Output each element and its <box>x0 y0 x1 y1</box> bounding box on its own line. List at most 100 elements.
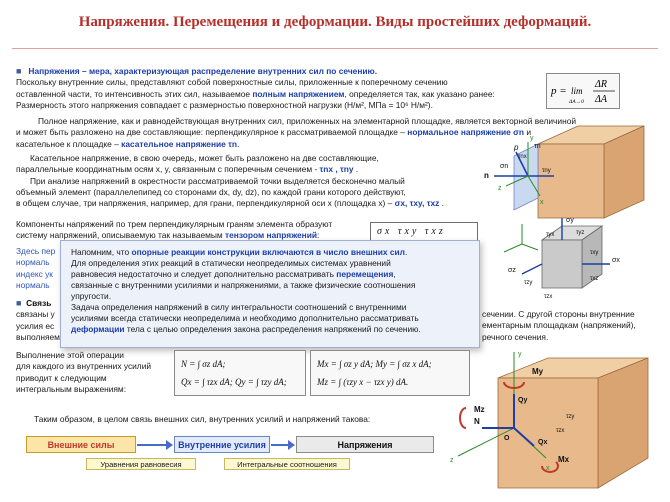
label-tau-xz: τxz <box>590 276 598 282</box>
term-face-stresses: σx, τxy, τxz <box>394 198 440 209</box>
label-integral-relations: Интегральные соотношения <box>224 458 350 470</box>
label-sigma-n: σn <box>500 163 508 170</box>
label-O: O <box>504 435 510 442</box>
p2-line2b: и <box>524 127 532 138</box>
ov-l5: упругости. <box>71 291 112 301</box>
label-tau-zx-2: τzx <box>556 428 564 434</box>
section-link-left: ■ Связь связаны у усилия ес выполняем <box>16 298 66 343</box>
term-stress-tensor: тензором напряжений <box>225 230 318 241</box>
diagram-stress-decomposition: p σn τn τnx τny n y z x <box>484 125 645 219</box>
label-p: p <box>513 143 519 152</box>
label-x: x <box>540 199 544 206</box>
p1-line4: Размерность этого напряжения совпадает с… <box>16 99 433 110</box>
formula-Q: Qx = ∫ τzx dA; Qy = ∫ τzy dA; <box>181 377 287 387</box>
svg-text:ΔR: ΔR <box>594 79 607 90</box>
s5-line2b: ементарным площадкам (напряжений), <box>482 320 636 331</box>
hidden-line3: индекс ук <box>16 268 53 279</box>
label-axis-z: z <box>450 457 454 464</box>
reminder-popup: Напомним, что опорные реакции конструкци… <box>60 240 480 348</box>
label-tau-zy-2: τzy <box>566 414 574 420</box>
ov-term-displacements: перемещения <box>336 269 394 279</box>
diagram-element-cube: σy τyx τyz σx τxy τxz σz τzx τzy <box>503 217 620 300</box>
arrow-head-icon <box>288 440 295 450</box>
p2-line1: Полное напряжение, как и равнодействующа… <box>38 116 577 126</box>
label-equilibrium: Уравнения равновесия <box>86 458 196 470</box>
paragraph-element: Касательное напряжение, в свою очередь, … <box>16 153 496 209</box>
bullet-icon: ■ <box>16 66 22 76</box>
stress-def: – мера, характеризующая распределение вн… <box>79 66 378 76</box>
p4-line2b: : <box>317 230 320 241</box>
label-N: N <box>474 417 480 426</box>
formula-moment-integrals: Mx = ∫ σz y dA; My = ∫ σz x dA; Mz = ∫ (… <box>310 350 470 396</box>
s5-line2a: усилия ес <box>16 320 55 331</box>
svg-text:lim: lim <box>571 86 583 96</box>
hidden-line2: нормаль <box>16 257 50 268</box>
flow-stresses: Напряжения <box>296 436 434 453</box>
formula-Mz: Mz = ∫ (τzy x − τzx y) dA. <box>317 377 409 387</box>
label-Mx: Mx <box>558 455 570 464</box>
p1-line3a: оставленной части, то интенсивность этих… <box>16 88 253 99</box>
p4-line2a: систему напряжений, описываемую так назы… <box>16 230 225 241</box>
flow-external-forces: Внешние силы <box>26 436 136 453</box>
s5-line3b: речного сечения. <box>482 331 549 342</box>
p2-line3b: . <box>237 138 240 149</box>
flow-arrow-1 <box>137 444 169 446</box>
p3-line2a: параллельные координатным осям x, y, свя… <box>16 164 320 175</box>
hidden-left-text: Здесь пер нормаль индекс ук нормаль <box>16 246 66 291</box>
term-normal-stress: нормальное напряжение σn <box>407 127 525 138</box>
label-tau-zy: τzy <box>524 280 532 286</box>
int-l2: для каждого из внутренних усилий <box>16 361 152 372</box>
svg-text:ΔA: ΔA <box>594 94 608 105</box>
hidden-line1: Здесь пер <box>16 246 56 256</box>
label-sigma-x: σx <box>612 257 620 264</box>
ov-l1a: Напомним, что <box>71 247 132 257</box>
section-link-right: сечении. С другой стороны внутренние еме… <box>482 309 662 343</box>
ov-l2: Для определения этих реакций в статическ… <box>71 258 391 268</box>
label-tau-yx: τyx <box>546 232 554 238</box>
ov-l4: связанные с внутренними усилиями и напря… <box>71 280 416 290</box>
s5-line1b: сечении. С другой стороны внутренние <box>482 309 635 319</box>
title-divider <box>12 48 658 49</box>
label-z: z <box>498 185 502 192</box>
ov-term-deformations: деформации <box>71 324 125 334</box>
flow-internal-forces: Внутренние усилия <box>174 436 270 453</box>
svg-text:p =: p = <box>550 85 567 97</box>
term-full-stress: полным напряжением <box>252 88 345 99</box>
formula-M: Mx = ∫ σz y dA; My = ∫ σz x dA; <box>317 359 432 369</box>
label-tau-yz: τyz <box>576 230 584 236</box>
paragraph-tensor: Компоненты напряжений по трем перпендику… <box>16 219 376 242</box>
term-shear-components: τnx , τny <box>319 164 354 175</box>
p3-line2b: . <box>353 164 359 175</box>
p1-line2: Поскольку внутренние силы, представляют … <box>16 77 448 88</box>
s5-line3a: выполняем <box>16 331 60 342</box>
summary-text: Таким образом, в целом связь внешних сил… <box>34 414 371 424</box>
section-link-head: Связь <box>26 298 52 308</box>
paragraph-decomposition: Полное напряжение, как и равнодействующа… <box>16 116 656 150</box>
p2-line3a: касательное к площадке – <box>16 138 122 149</box>
p3-line5a: в общем случае, три напряжения, например… <box>16 198 395 209</box>
s5-line1a: связаны у <box>16 309 55 320</box>
p3-line5b: . <box>439 198 444 209</box>
p2-line2a: и может быть разложено на две составляющ… <box>16 127 408 138</box>
int-l1: Выполнение этой операции <box>16 350 124 360</box>
label-Qy: Qy <box>518 397 527 404</box>
formula-force-integrals: N = ∫ σz dA; Qx = ∫ τzx dA; Qy = ∫ τzy d… <box>174 350 306 396</box>
label-tau-xy: τxy <box>590 250 598 256</box>
ov-term-reactions: опорные реакции конструкции включаются в… <box>131 247 405 257</box>
ov-l7: усилиями всегда статически неопределима … <box>71 313 419 323</box>
int-l3: приводит к следующим <box>16 372 107 383</box>
ov-l3b: , <box>393 269 396 279</box>
label-Qx: Qx <box>538 439 547 446</box>
int-l4: интегральным выражениям: <box>16 383 127 394</box>
label-axis-x: x <box>546 465 550 472</box>
formula-p-svg: p = lim ΔA→0 ΔR ΔA <box>550 79 615 105</box>
label-tau-nx: τnx <box>518 154 527 160</box>
label-y: y <box>530 135 534 142</box>
p4-line1: Компоненты напряжений по трем перпендику… <box>16 219 333 229</box>
label-My: My <box>532 367 544 376</box>
label-sigma-y: σy <box>566 217 574 224</box>
arrow-head-icon <box>166 440 173 450</box>
label-Mz: Mz <box>474 405 485 414</box>
p3-line1: Касательное напряжение, в свою очередь, … <box>30 153 379 163</box>
ov-l1b: . <box>405 247 408 257</box>
